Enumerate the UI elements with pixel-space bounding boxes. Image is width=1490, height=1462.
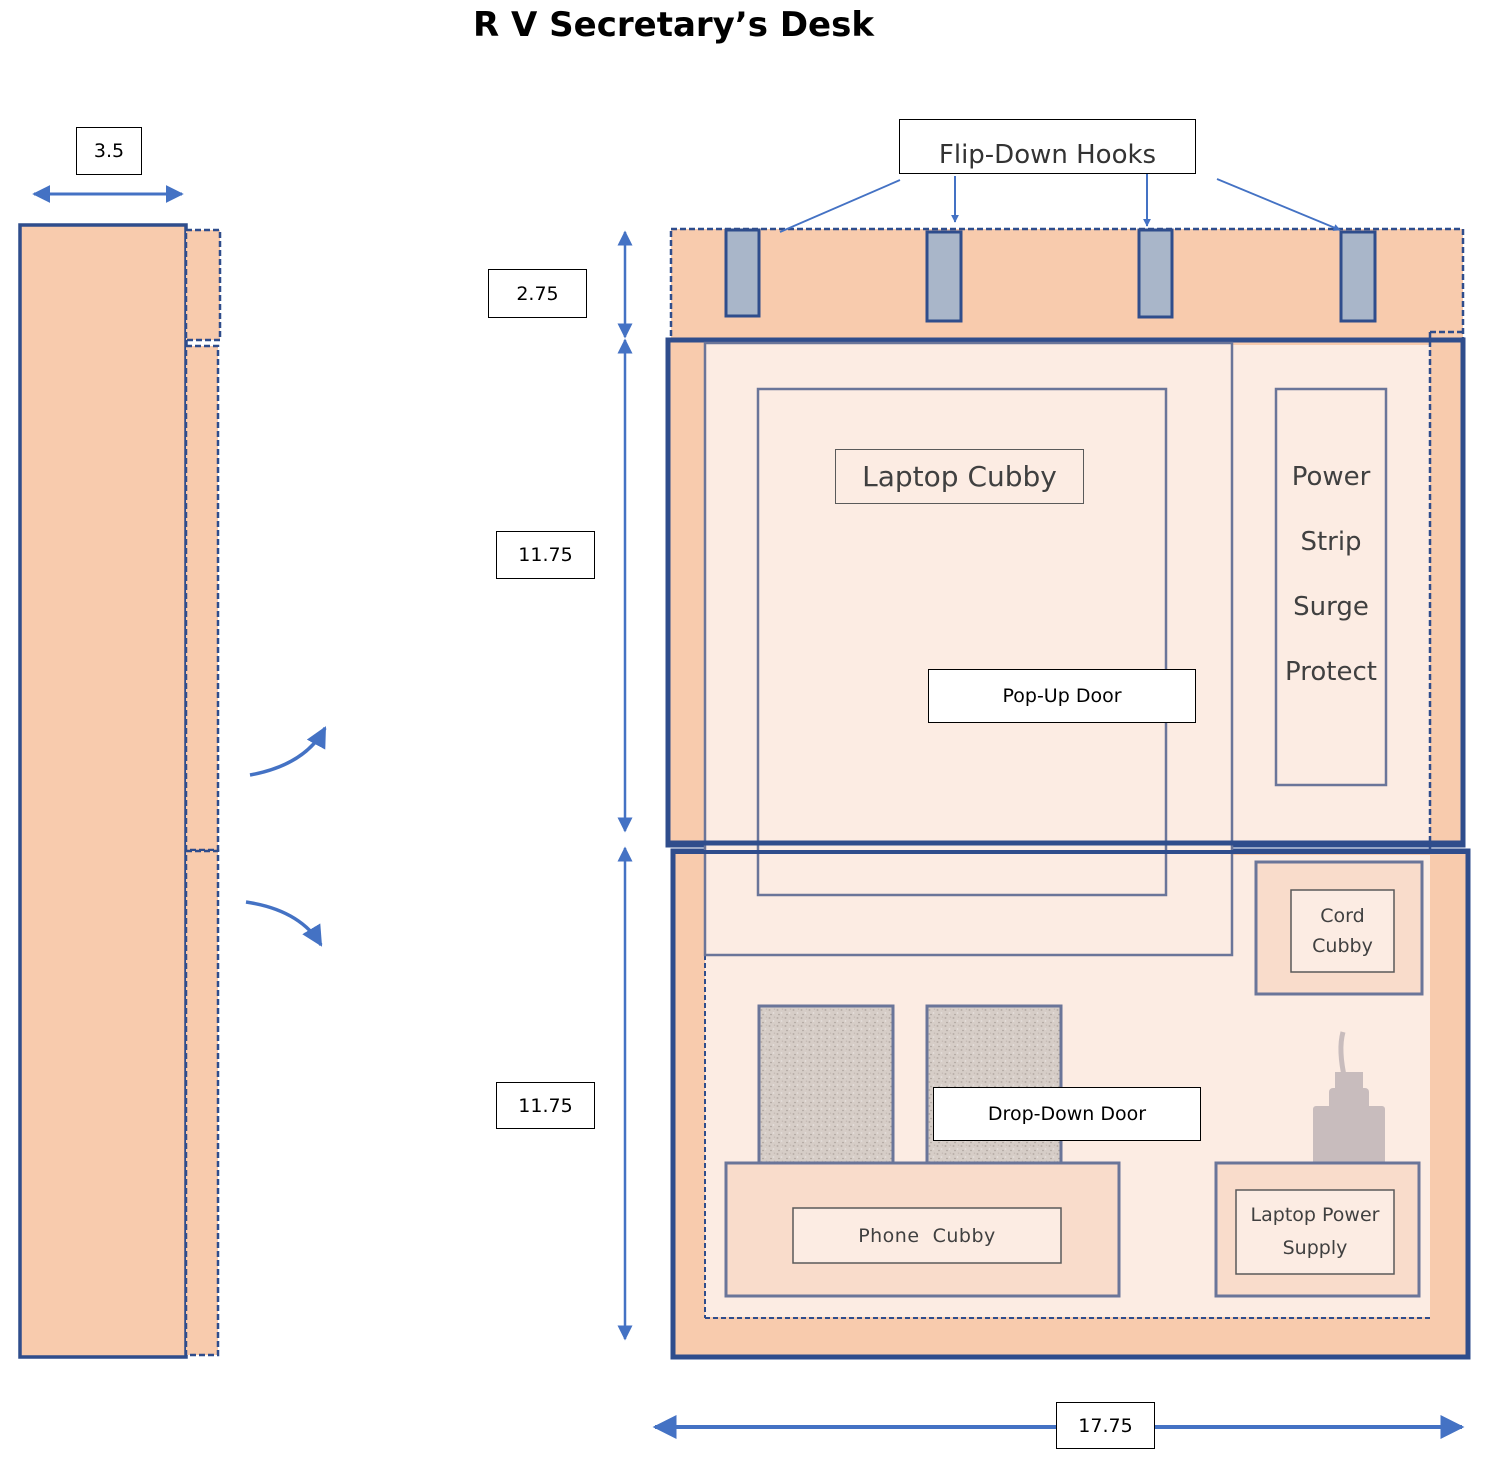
power-strip-label: Power Strip Surge Protect: [1276, 445, 1386, 705]
hook-pointer-1: [779, 179, 901, 233]
side-panel: [18, 223, 188, 1359]
laptop-cubby-inner: [756, 387, 1168, 897]
top-section: [669, 171, 1465, 343]
cord-cubby-line-2: Cubby: [1312, 935, 1373, 957]
hook-pointer-4: [1216, 178, 1341, 231]
power-strip-box: [1274, 387, 1388, 787]
laptop-cubby-label: Laptop Cubby: [835, 449, 1084, 504]
lower-height-dimension: 11.75: [496, 1082, 595, 1129]
power-strip-line-1: Power: [1291, 462, 1371, 492]
hook-3: [1137, 228, 1174, 319]
power-supply-inner: [1235, 1189, 1395, 1275]
phone-cubby-inner: [792, 1207, 1062, 1264]
laptop-power-supply-line-1: Laptop Power: [1250, 1204, 1380, 1226]
side-view: [18, 185, 327, 1359]
laptop-power-supply-line-2: Supply: [1282, 1237, 1348, 1259]
width-dimension: 17.75: [1056, 1402, 1155, 1449]
top-panel: [669, 227, 1465, 343]
phone-cubby-label: Phone Cubby: [858, 1224, 996, 1247]
hook-2: [925, 230, 963, 323]
cord-cubby-line-1: Cord: [1320, 905, 1365, 927]
side-depth-dimension: 3.5: [76, 127, 142, 175]
pop-up-motion-arrow: [249, 726, 327, 777]
power-strip-line-2: Strip: [1300, 527, 1362, 557]
hook-1: [724, 228, 761, 318]
side-lower-door: [184, 849, 220, 1357]
phone-left: [757, 1004, 895, 1176]
power-plug-icon: [1313, 1031, 1385, 1170]
hook-4: [1339, 230, 1377, 323]
side-top-flap: [184, 228, 222, 342]
side-upper-door: [184, 344, 220, 852]
flip-down-hooks-label: Flip-Down Hooks: [899, 119, 1196, 174]
upper-height-dimension: 11.75: [496, 531, 595, 579]
top-height-dimension: 2.75: [488, 269, 587, 318]
cord-cubby-inner: [1290, 889, 1395, 973]
drop-down-door-label: Drop-Down Door: [933, 1087, 1201, 1141]
cord-cubby-label: Cord Cubby: [1291, 890, 1394, 972]
laptop-power-supply-label: Laptop Power Supply: [1236, 1190, 1394, 1274]
power-strip-line-4: Protect: [1285, 657, 1377, 687]
pop-up-door-label: Pop-Up Door: [928, 669, 1196, 723]
drop-down-motion-arrow: [245, 900, 323, 947]
power-strip-line-3: Surge: [1293, 592, 1369, 622]
diagram-title: R V Secretary’s Desk: [473, 5, 874, 45]
